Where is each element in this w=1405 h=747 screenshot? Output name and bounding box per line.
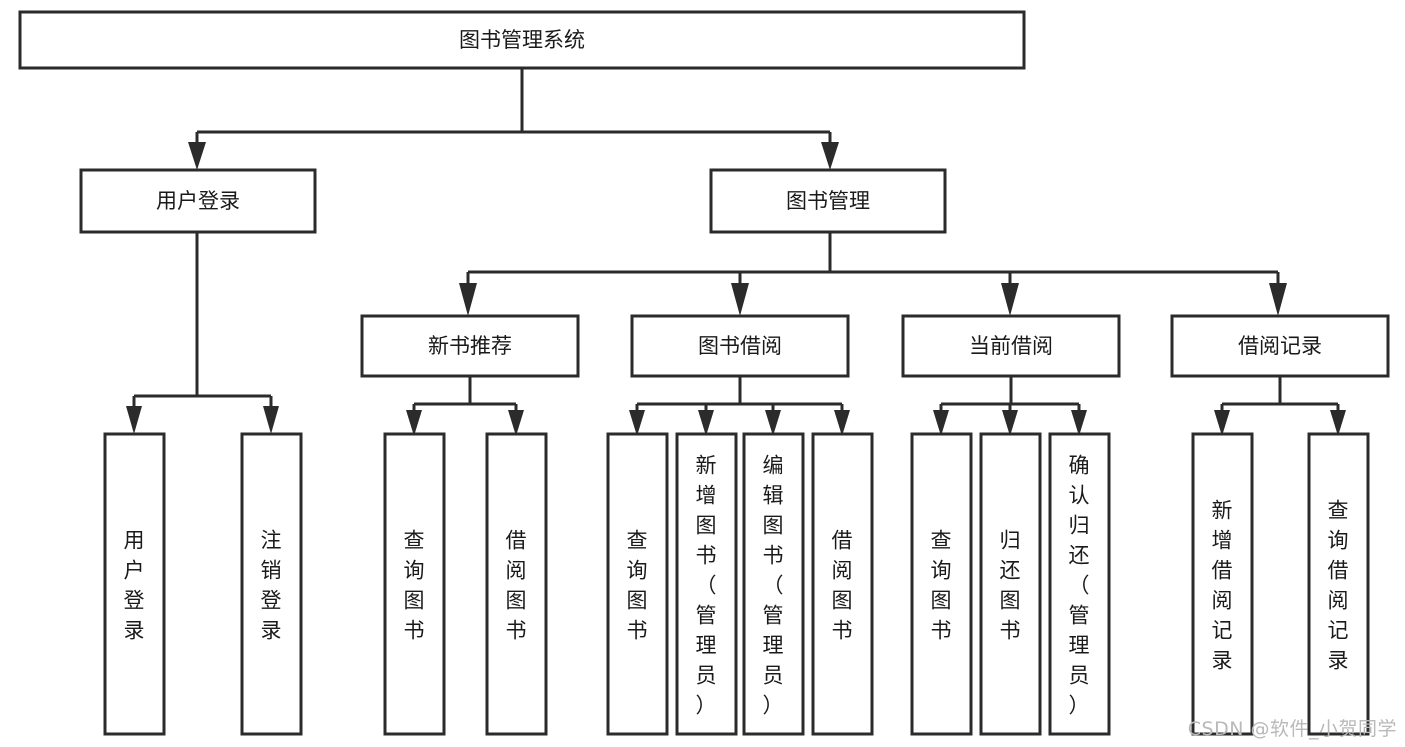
node-root-box[interactable] — [18, 10, 1026, 70]
arrow-head-cb-leaf-1 — [933, 410, 949, 436]
leaf-new-book-borrow-box[interactable] — [485, 432, 548, 736]
leaf-current-borrow-query-label: 查询图书 — [931, 528, 952, 642]
leaf-book-borrow-borrow-label: 借阅图书 — [832, 528, 853, 642]
leaf-user-login-login-label: 用户登录 — [124, 528, 145, 642]
leaf-borrow-record-add[interactable]: 新增借阅记录 — [1191, 432, 1254, 736]
leaf-current-borrow-return[interactable]: 归还图书 — [979, 432, 1042, 736]
node-borrow-record-label: 借阅记录 — [1238, 334, 1322, 358]
leaf-book-borrow-edit-label: 编辑图书（管理员） — [763, 453, 784, 717]
node-book-borrow-box[interactable] — [630, 314, 850, 378]
leaf-current-borrow-confirm-label: 确认归还（管理员） — [1069, 453, 1090, 717]
leaf-current-borrow-query[interactable]: 查询图书 — [910, 432, 973, 736]
leaf-book-borrow-add-label: 新增图书（管理员） — [696, 453, 717, 717]
arrow-head-current-borrow — [1001, 283, 1019, 316]
leaf-book-borrow-edit[interactable]: 编辑图书（管理员） — [742, 432, 805, 736]
arrow-head-new-book-recommend — [459, 283, 477, 316]
leaf-user-login-login[interactable]: 用户登录 — [103, 432, 166, 736]
node-current-borrow-box[interactable] — [901, 314, 1121, 378]
node-book-manage-box[interactable] — [709, 168, 947, 234]
leaf-current-borrow-query-box[interactable] — [910, 432, 973, 736]
leaf-book-borrow-query-box[interactable] — [606, 432, 669, 736]
leaf-new-book-borrow[interactable]: 借阅图书 — [485, 432, 548, 736]
arrow-head-cb-leaf-3 — [1071, 410, 1087, 436]
leaf-current-borrow-confirm[interactable]: 确认归还（管理员） — [1048, 432, 1111, 736]
leaf-new-book-query[interactable]: 查询图书 — [383, 432, 446, 736]
leaf-current-borrow-confirm-box[interactable] — [1048, 432, 1111, 736]
connector-layer — [126, 68, 1346, 436]
leaf-current-borrow-return-box[interactable] — [979, 432, 1042, 736]
leaf-user-login-login-box[interactable] — [103, 432, 166, 736]
node-user-login[interactable]: 用户登录 — [79, 168, 317, 234]
leaf-user-login-logout[interactable]: 注销登录 — [240, 432, 303, 736]
leaf-book-borrow-borrow-box[interactable] — [811, 432, 874, 736]
arrow-head-nb-leaf-1 — [406, 410, 422, 436]
arrow-head-leaf-logout — [263, 406, 279, 434]
node-new-book-recommend-box[interactable] — [360, 314, 580, 378]
leaf-borrow-record-add-box[interactable] — [1191, 432, 1254, 736]
node-book-borrow[interactable]: 图书借阅 — [630, 314, 850, 378]
leaf-book-borrow-borrow[interactable]: 借阅图书 — [811, 432, 874, 736]
leaf-new-book-query-label: 查询图书 — [404, 528, 425, 642]
arrow-head-book-borrow — [731, 283, 749, 316]
arrow-head-leaf-user-login — [126, 406, 142, 434]
leaf-book-borrow-query[interactable]: 查询图书 — [606, 432, 669, 736]
arrow-head-bb-leaf-3 — [765, 410, 781, 436]
leaf-user-login-logout-box[interactable] — [240, 432, 303, 736]
leaf-borrow-record-query-label: 查询借阅记录 — [1328, 498, 1349, 672]
leaf-borrow-record-query-box[interactable] — [1307, 432, 1370, 736]
leaf-borrow-record-add-label: 新增借阅记录 — [1212, 498, 1233, 672]
node-user-login-label: 用户登录 — [156, 189, 240, 213]
node-user-login-box[interactable] — [79, 168, 317, 234]
leaf-book-borrow-query-label: 查询图书 — [627, 528, 648, 642]
arrow-head-br-leaf-2 — [1330, 410, 1346, 436]
node-root[interactable]: 图书管理系统 — [18, 10, 1026, 70]
leaf-book-borrow-add-box[interactable] — [675, 432, 738, 736]
arrow-head-bb-leaf-4 — [834, 410, 850, 436]
node-current-borrow-label: 当前借阅 — [969, 334, 1053, 358]
arrow-head-user-login — [188, 142, 206, 170]
leaf-book-borrow-add[interactable]: 新增图书（管理员） — [675, 432, 738, 736]
leaf-current-borrow-return-label: 归还图书 — [1000, 528, 1021, 642]
node-root-label: 图书管理系统 — [459, 28, 585, 52]
arrow-head-book-manage — [821, 142, 839, 170]
node-new-book-recommend-label: 新书推荐 — [428, 334, 512, 358]
arrow-head-br-leaf-1 — [1214, 410, 1230, 436]
leaf-borrow-record-query[interactable]: 查询借阅记录 — [1307, 432, 1370, 736]
arrow-head-bb-leaf-2 — [698, 410, 714, 436]
node-current-borrow[interactable]: 当前借阅 — [901, 314, 1121, 378]
node-borrow-record-box[interactable] — [1170, 314, 1390, 378]
node-borrow-record[interactable]: 借阅记录 — [1170, 314, 1390, 378]
node-book-borrow-label: 图书借阅 — [698, 334, 782, 358]
arrow-head-cb-leaf-2 — [1002, 410, 1018, 436]
node-new-book-recommend[interactable]: 新书推荐 — [360, 314, 580, 378]
leaf-new-book-borrow-label: 借阅图书 — [506, 528, 527, 642]
leaf-book-borrow-edit-box[interactable] — [742, 432, 805, 736]
leaf-new-book-query-box[interactable] — [383, 432, 446, 736]
arrow-head-borrow-record — [1269, 283, 1287, 316]
arrow-head-bb-leaf-1 — [629, 410, 645, 436]
node-book-manage[interactable]: 图书管理 — [709, 168, 947, 234]
node-book-manage-label: 图书管理 — [786, 189, 870, 213]
leaf-user-login-logout-label: 注销登录 — [261, 528, 282, 642]
arrow-head-nb-leaf-2 — [508, 410, 524, 436]
